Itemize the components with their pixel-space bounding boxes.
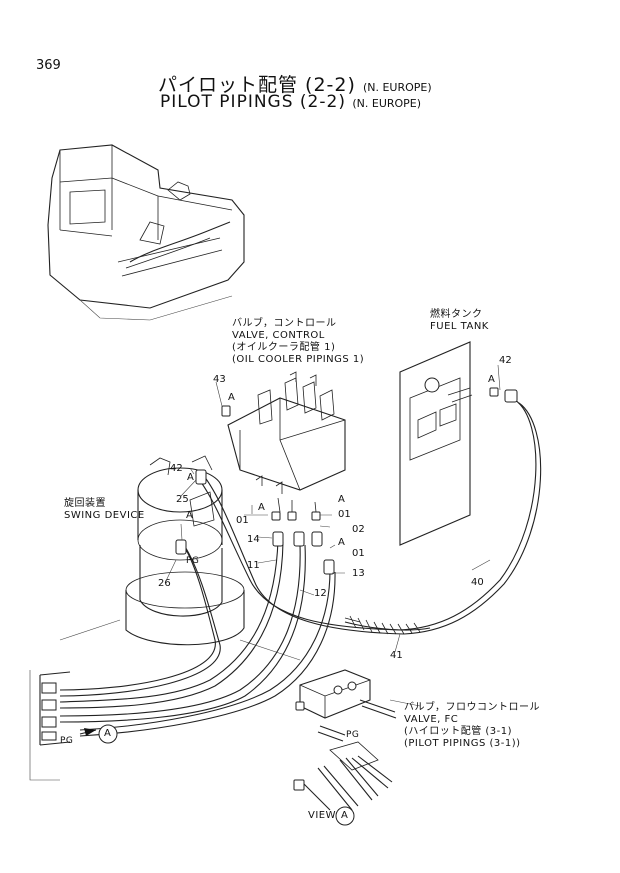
valve-fc-jp: バルブ，フロウコントロール: [404, 702, 540, 713]
control-valve-callout: バルブ，コントロール VALVE, CONTROL (オイルクーラ配管 1) (…: [232, 318, 364, 366]
oil-cooler-en: (OIL COOLER PIPINGS 1): [232, 354, 365, 365]
pilot-pipings-en: (PILOT PIPINGS (3-1)): [404, 738, 521, 749]
title-region-en: (N. EUROPE): [352, 97, 422, 110]
excavator-thumbnail: [47, 144, 245, 321]
title-region-jp: (N. EUROPE): [362, 81, 432, 94]
title-jp-text: パイロット配管 (2-2): [158, 74, 356, 96]
part-number-14: 14: [247, 534, 260, 545]
view-a-circle-bottom: A: [341, 810, 349, 821]
part-number-41-left: 42: [170, 463, 183, 474]
detail-a-marker-lower: A: [338, 537, 346, 548]
view-a-label: VIEW: [308, 810, 336, 821]
oil-cooler-jp: (オイルクーラ配管 1): [232, 342, 336, 353]
pg-label-left: PG: [60, 736, 74, 746]
swing-device-callout: 旋回装置 SWING DEVICE: [64, 498, 145, 522]
leader-lines: [164, 364, 501, 653]
pilot-pipings-jp: (ハイロット配管 (3-1): [404, 726, 513, 737]
detail-left: [29, 670, 97, 781]
title-japanese: パイロット配管 (2-2) (N. EUROPE): [158, 70, 432, 97]
detail-a-marker-fuel: A: [488, 374, 496, 385]
swing-device-en: SWING DEVICE: [64, 510, 145, 521]
detail-a-marker-left: A: [258, 502, 266, 513]
fuel-tank-jp: 燃料タンク: [430, 309, 483, 320]
part-number-01-left: 01: [236, 515, 249, 526]
title-en-text: PILOT PIPINGS (2-2): [160, 92, 346, 112]
part-number-26: 26: [158, 578, 171, 589]
part-number-01-lower: 01: [352, 548, 365, 559]
detail-a-marker-43: A: [228, 392, 236, 403]
valve-fc-en: VALVE, FC: [404, 714, 459, 725]
valve-fc-callout: バルブ，フロウコントロール VALVE, FC (ハイロット配管 (3-1) (…: [404, 702, 540, 750]
circle-markers: [98, 724, 355, 826]
part-number-01-right: 01: [338, 509, 351, 520]
view-a-detail: [293, 669, 421, 811]
swing-device: [59, 455, 301, 661]
view-a-circle-left: A: [104, 728, 112, 739]
page-number: 369: [36, 58, 61, 73]
pilot-hoses: [59, 399, 542, 737]
fuel-tank: [399, 341, 473, 546]
part-number-13: 13: [352, 568, 365, 579]
part-number-11: 11: [247, 560, 260, 571]
pg-label-swing: PG: [186, 556, 200, 566]
pg-label-fc: PG: [346, 730, 360, 740]
fuel-tank-callout: 燃料タンク FUEL TANK: [430, 309, 489, 333]
control-valve-en: VALVE, CONTROL: [232, 330, 325, 341]
control-valve-jp: バルブ，コントロール: [232, 318, 337, 329]
fuel-tank-en: FUEL TANK: [430, 321, 489, 332]
swing-device-jp: 旋回装置: [64, 498, 106, 509]
valve-fittings: [175, 387, 518, 575]
part-number-43: 43: [213, 374, 226, 385]
detail-a-marker-right: A: [338, 494, 346, 505]
part-number-40: 40: [471, 577, 484, 588]
detail-a-marker-swing-top: A: [187, 472, 195, 483]
part-number-41-right: 42: [499, 355, 512, 366]
part-number-42: 41: [390, 650, 403, 661]
control-valve: [227, 371, 346, 494]
view-a-text: VIEW: [308, 810, 336, 821]
part-number-12: 12: [314, 588, 327, 599]
title-english: PILOT PIPINGS (2-2) (N. EUROPE): [160, 92, 421, 112]
detail-a-marker-swing: A: [186, 510, 194, 521]
part-number-02: 02: [352, 524, 365, 535]
part-number-25: 25: [176, 494, 189, 505]
